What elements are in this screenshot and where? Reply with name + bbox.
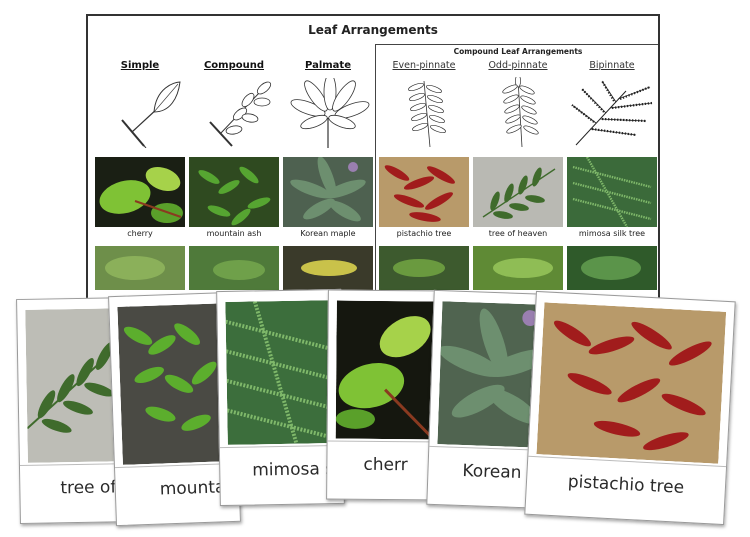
photo-korean-maple (283, 156, 373, 227)
card-mimosa-silk-tree[interactable]: mimosa s (216, 288, 345, 507)
palmate-leaf-drawing (282, 73, 374, 148)
card-photo-tree-of-heaven (25, 308, 130, 463)
odd-pinnate-drawing (472, 74, 564, 148)
caption-tree-of-heaven: tree of heaven (488, 229, 548, 238)
photo-row2-5 (473, 246, 563, 290)
photo-pistachio-tree (379, 157, 469, 227)
card-photo-pistachio-tree (536, 302, 727, 464)
caption-mountain-ash: mountain ash (206, 229, 262, 238)
card-photo-mimosa-silk-tree (225, 300, 335, 445)
card-pistachio-tree[interactable]: pistachio tree (524, 290, 736, 526)
caption-mimosa-silk-tree: mimosa silk tree (578, 229, 646, 238)
compound-arrangements-box: Compound Leaf Arrangements Even-pinnate … (375, 44, 658, 312)
photo-mimosa-silk-tree (567, 156, 657, 228)
photo-row2-4 (379, 246, 469, 290)
caption-pistachio-tree: pistachio tree (396, 229, 452, 238)
photo-row2-3 (283, 246, 373, 290)
card-separator (219, 444, 343, 449)
caption-cherry: cherry (127, 229, 153, 238)
label-bipinnate: Bipinnate (589, 60, 635, 71)
card-label-pistachio-tree: pistachio tree (567, 471, 685, 498)
column-label-simple: Simple (120, 60, 160, 71)
card-cherry[interactable]: cherr (326, 289, 448, 501)
compound-leaf-drawing (188, 78, 280, 148)
poster-title: Leaf Arrangements (308, 23, 438, 37)
photo-cherry (95, 157, 185, 227)
photo-tree-of-heaven (473, 157, 563, 227)
column-label-palmate: Palmate (305, 60, 351, 71)
card-mountain-ash[interactable]: mounta (108, 291, 241, 527)
leaf-arrangements-poster: Leaf Arrangements Simple Compound Palmat… (86, 14, 660, 314)
photo-row2-6 (567, 246, 657, 290)
caption-korean-maple: Korean maple (300, 229, 356, 238)
card-photo-mountain-ash (117, 303, 230, 465)
label-odd-pinnate: Odd-pinnate (488, 60, 548, 71)
card-photo-cherry (335, 300, 439, 440)
card-tree-of-heaven[interactable]: tree of h (16, 296, 140, 525)
simple-leaf-drawing (94, 78, 186, 149)
photo-row2-1 (95, 246, 185, 290)
compound-box-title: Compound Leaf Arrangements (453, 47, 583, 56)
photo-row2-2 (189, 246, 279, 290)
photo-mountain-ash (189, 157, 279, 227)
column-label-compound: Compound (203, 60, 265, 71)
even-pinnate-drawing (378, 77, 470, 148)
bipinnate-drawing (566, 77, 658, 147)
label-even-pinnate: Even-pinnate (392, 60, 456, 71)
